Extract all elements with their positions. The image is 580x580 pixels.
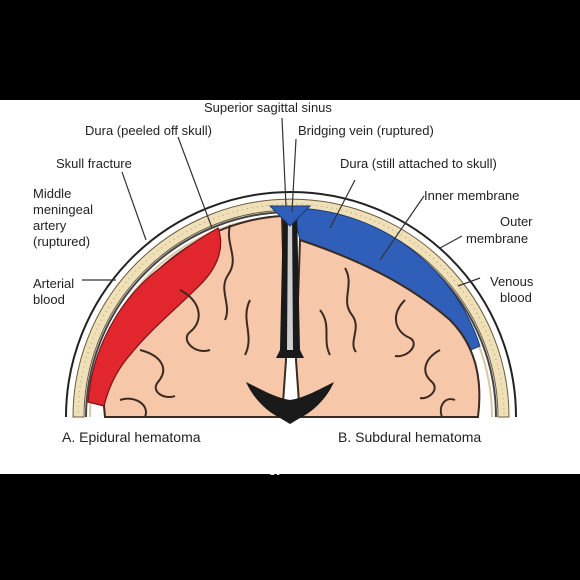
skull-texture (77, 203, 505, 418)
label-venous-blood-1: Venous (490, 274, 534, 289)
label-middle-meningeal-3: artery (33, 218, 67, 233)
label-bridging-vein: Bridging vein (ruptured) (298, 123, 434, 138)
label-dura-peeled: Dura (peeled off skull) (85, 123, 212, 138)
copyright-line: © Elsevier Ltd. Kumar et al: Basic Patho… (0, 459, 468, 475)
sagittal-sinus (268, 205, 312, 227)
caption-a-text: Epidural hematoma (79, 429, 201, 445)
caption-a-letter: A. (62, 429, 76, 445)
label-middle-meningeal-4: (ruptured) (33, 234, 91, 249)
label-inner-membrane: Inner membrane (424, 188, 520, 203)
ventricle (246, 382, 334, 424)
arterial-blood (87, 227, 222, 407)
caption-a: A. Epidural hematoma (62, 429, 201, 445)
caption-b-text: Subdural hematoma (355, 429, 482, 445)
sulci (119, 224, 456, 418)
label-arterial-blood-1: Arterial (33, 276, 75, 291)
label-superior-sagittal-sinus: Superior sagittal sinus (204, 100, 332, 115)
label-venous-blood-2: blood (500, 290, 532, 305)
brain-right (294, 238, 481, 418)
label-outer-membrane-2: membrane (466, 231, 529, 246)
caption-b-letter: B. (338, 429, 352, 445)
label-middle-meningeal-1: Middle (33, 186, 72, 201)
caption-b: B. Subdural hematoma (338, 429, 481, 445)
hematoma-diagram (65, 117, 517, 424)
diagram-panel: Superior sagittal sinus Dura (peeled off… (0, 100, 580, 474)
label-skull-fracture: Skull fracture (56, 156, 132, 171)
label-outer-membrane-1: Outer (500, 214, 533, 229)
falx (287, 210, 293, 350)
label-arterial-blood-2: blood (33, 292, 65, 307)
label-dura-attached: Dura (still attached to skull) (340, 156, 497, 171)
skull-outer (65, 191, 517, 418)
skull-bone (72, 198, 510, 418)
leader-lines (82, 117, 481, 287)
label-middle-meningeal-2: meningeal (33, 202, 93, 217)
